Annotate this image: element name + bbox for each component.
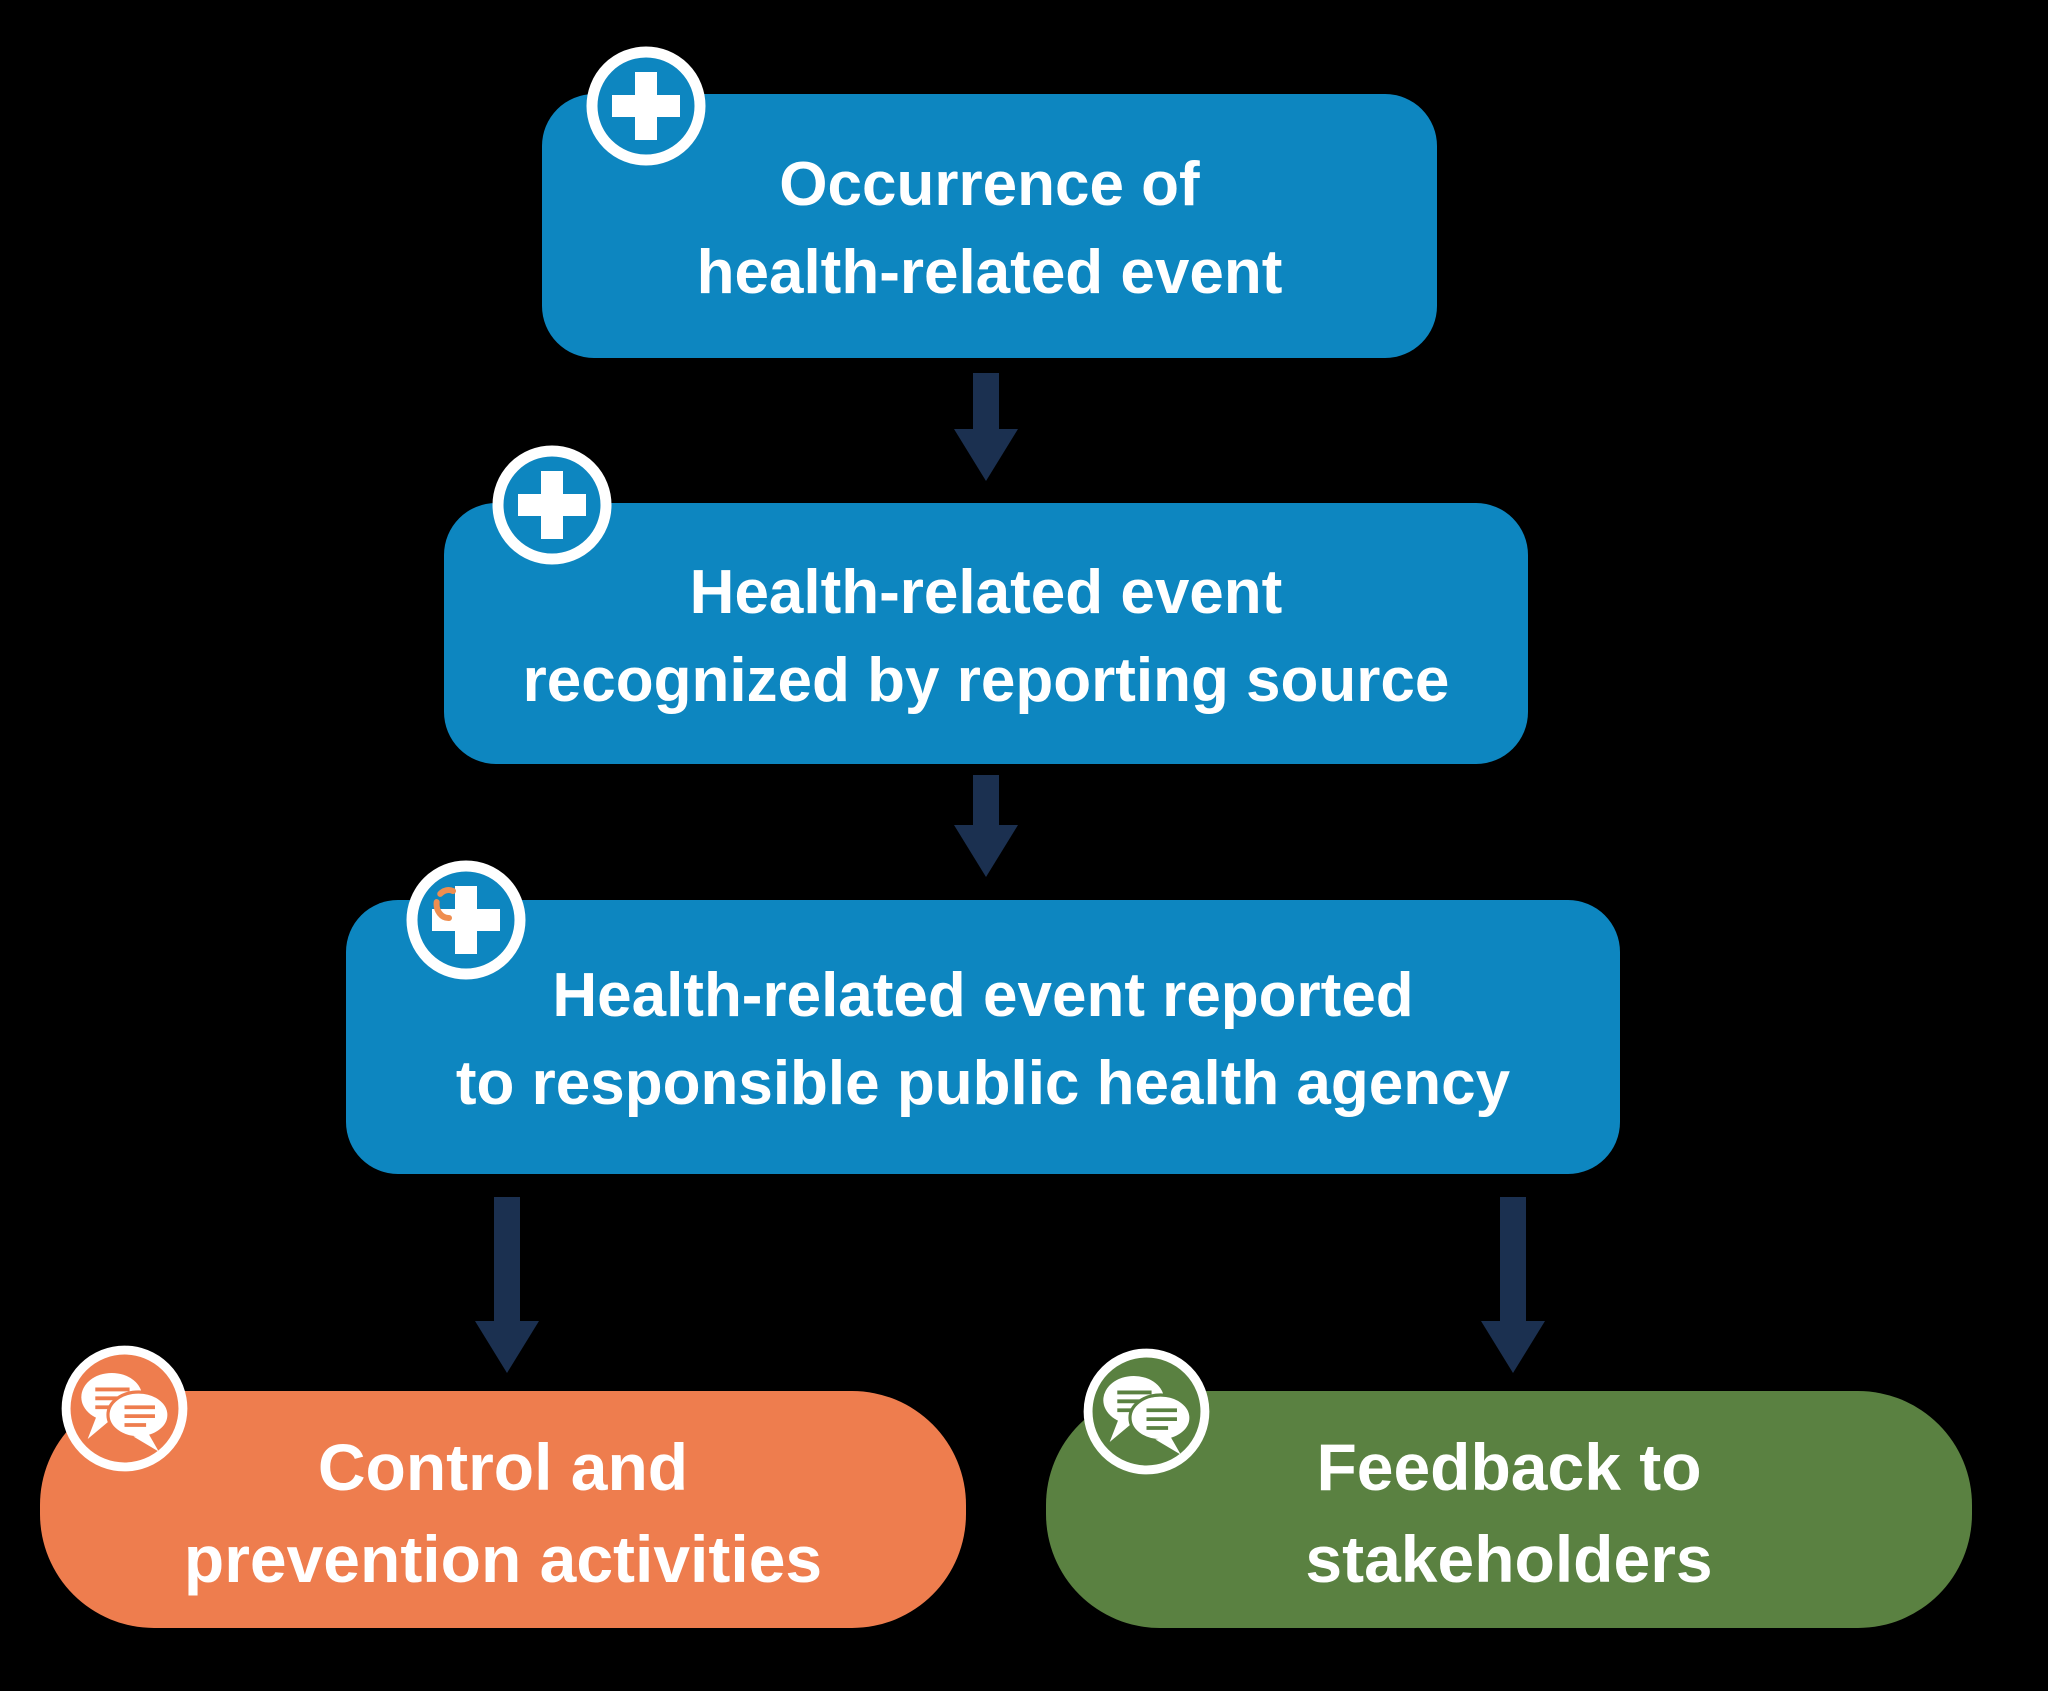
flow-box-feedback-line1: Feedback to: [1316, 1429, 1702, 1504]
flow-box-control-line1: Control and: [317, 1429, 689, 1504]
arrow-stem: [973, 775, 999, 825]
flow-box-reported-line2: to responsible public health agency: [455, 1049, 1511, 1118]
flow-box-occurrence-line2: health-related event: [696, 238, 1283, 307]
arrow-head: [475, 1321, 539, 1373]
flow-box-recognized-line1: Health-related event: [689, 557, 1283, 627]
medical-cross-icon: [586, 46, 706, 166]
flow-box-control: Control and prevention activities: [40, 1391, 966, 1628]
flow-box-reported-line1: Health-related event reported: [552, 961, 1414, 1030]
flow-box-recognized-line2: recognized by reporting source: [522, 645, 1450, 715]
flow-box-feedback-line2: stakeholders: [1305, 1521, 1713, 1596]
flow-box-occurrence-line1: Occurrence of: [779, 150, 1200, 219]
arrow-stem: [494, 1197, 520, 1321]
medical-cross-icon: [406, 860, 526, 980]
arrow-stem: [973, 373, 999, 429]
down-arrow-icon: [475, 1197, 539, 1373]
flow-box-recognized: Health-related event recognized by repor…: [444, 503, 1528, 764]
medical-cross-icon: [492, 445, 612, 565]
down-arrow-icon: [954, 373, 1018, 481]
chat-bubbles-icon: [61, 1345, 188, 1472]
down-arrow-icon: [954, 775, 1018, 877]
chat-bubbles-icon: [1083, 1348, 1210, 1475]
arrow-stem: [1500, 1197, 1526, 1321]
arrow-head: [954, 825, 1018, 877]
arrow-head: [1481, 1321, 1545, 1373]
flow-box-control-line2: prevention activities: [183, 1521, 823, 1596]
flow-box-reported: Health-related event reported to respons…: [346, 900, 1620, 1174]
down-arrow-icon: [1481, 1197, 1545, 1373]
arrow-head: [954, 429, 1018, 481]
